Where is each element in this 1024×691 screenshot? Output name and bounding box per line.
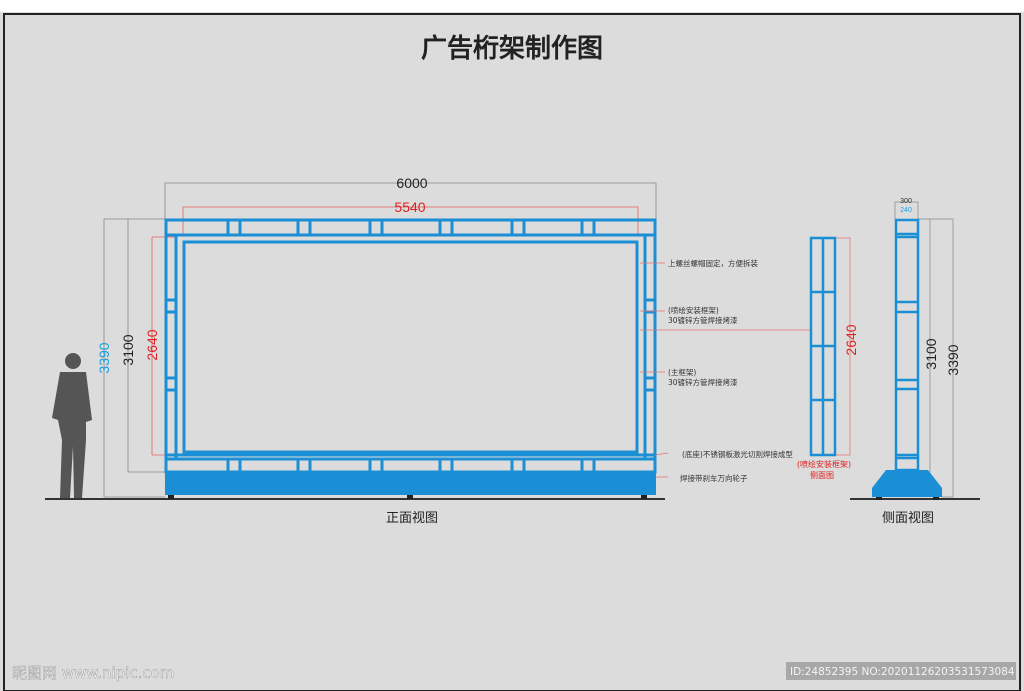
note-screw: 上螺丝螺帽固定，方便拆装	[668, 258, 758, 268]
front-base	[165, 472, 656, 495]
side-dim-3390: 3390	[945, 344, 961, 375]
side-base	[872, 470, 942, 497]
note-print-frame-material: 30镀锌方管焊接烤漆	[668, 315, 738, 325]
dim-2640: 2640	[144, 329, 160, 360]
frame-side-caption-2: 侧面图	[810, 470, 834, 480]
watermark-id-box	[786, 662, 1016, 680]
note-wheels: 焊接带刹车万向轮子	[680, 473, 748, 483]
frame-side-caption: (喷绘安装框架)	[797, 459, 851, 469]
front-dimension-lines	[103, 182, 657, 498]
note-print-frame: (喷绘安装框架)	[668, 305, 719, 315]
side-wheels-icon	[876, 497, 939, 500]
dim-6000: 6000	[396, 175, 427, 191]
watermark-site: 昵图网 www.nipic.com	[12, 664, 174, 682]
side-truss-frame	[894, 218, 920, 472]
dim-300: 300	[900, 198, 912, 205]
top-strip	[0, 0, 1024, 12]
person-silhouette-icon	[52, 353, 92, 498]
watermark-id: ID:24852395 NO:20201126203531573084	[790, 666, 1015, 678]
dim-3390: 3390	[96, 342, 112, 373]
side-view-label: 侧面视图	[882, 511, 934, 526]
print-frame-side	[809, 236, 837, 457]
dim-3100: 3100	[120, 334, 136, 365]
page-border	[3, 13, 1021, 691]
note-leader-lines	[640, 262, 810, 478]
front-red-dimension-lines	[151, 206, 639, 456]
front-view-label: 正面视图	[386, 511, 438, 526]
front-notes: 上螺丝螺帽固定，方便拆装 (喷绘安装框架) 30镀锌方管焊接烤漆 (主框架) 3…	[668, 258, 793, 483]
dim-5540: 5540	[394, 199, 425, 215]
drawing-title: 广告桁架制作图	[421, 34, 603, 64]
front-truss-frame	[164, 218, 657, 474]
note-base: (底座)不锈钢板激光切割焊接成型	[682, 449, 793, 459]
frame-side-dim-2640: 2640	[843, 324, 859, 355]
side-dim-3100: 3100	[923, 338, 939, 369]
note-main-frame-material: 30镀锌方管焊接烤漆	[668, 377, 738, 387]
note-main-frame: (主框架)	[668, 367, 696, 377]
caster-wheels-icon	[168, 495, 647, 499]
dim-240: 240	[900, 207, 912, 214]
frame-side-dim-line	[836, 237, 851, 456]
